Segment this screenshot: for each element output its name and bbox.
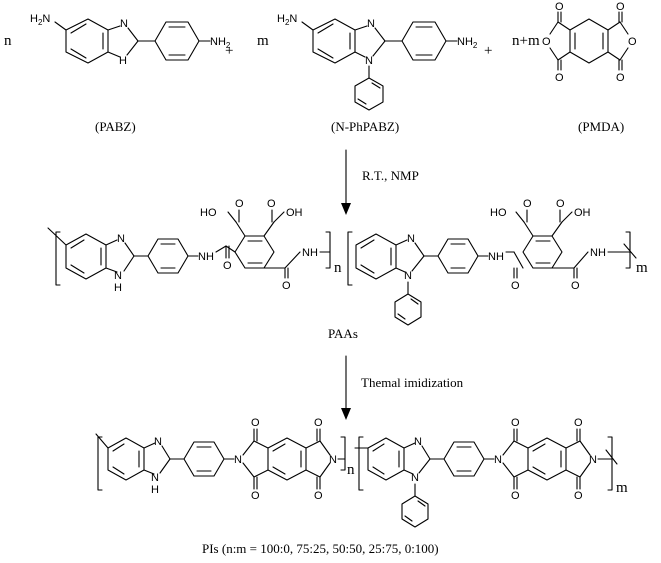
pabz-label: (PABZ) — [95, 119, 136, 134]
paa-ho-2: HO — [490, 207, 507, 219]
reaction-arrow-1 — [341, 149, 351, 215]
pabz-amine-right: NH2 — [210, 36, 231, 50]
pi-o-1: O — [251, 417, 260, 429]
pi-n-bottom-2: N — [411, 472, 419, 484]
step1-conditions: R.T., NMP — [362, 168, 419, 183]
pi-n-imide-4: N — [589, 454, 597, 466]
paa-oh-1: OH — [286, 207, 303, 219]
pi-n-imide-3: N — [494, 454, 502, 466]
paa-structure: N N H NH O O HO O OH O NH — [47, 198, 648, 326]
pi-m-repeat: m — [616, 480, 628, 496]
paa-o-acid-2: O — [267, 198, 276, 210]
pi-o-8: O — [574, 490, 583, 502]
nphpabz-amine-right: NH2 — [457, 36, 478, 50]
step2-conditions: Themal imidization — [361, 375, 464, 390]
pi-n-repeat: n — [347, 462, 355, 478]
reaction-arrow-2 — [341, 355, 351, 420]
pmda-o-top-right: O — [616, 1, 625, 13]
pi-o-6: O — [511, 490, 520, 502]
paa-nh-2: NH — [302, 247, 318, 259]
nphpabz-amine-left: H2N — [277, 13, 297, 27]
pmda-o-top-left: O — [555, 1, 564, 13]
pi-n-bottom-1: N — [151, 472, 159, 484]
pi-structure: N N H N O O O O N — [95, 417, 628, 528]
pabz-nh-h: H — [119, 55, 127, 67]
pi-o-2: O — [251, 490, 260, 502]
nphpabz-n-top: N — [367, 18, 375, 30]
pmda-o-bottom-right: O — [616, 72, 625, 84]
pmda-coefficient: n+m — [512, 33, 540, 49]
pmda-o-ring-left: O — [542, 36, 551, 48]
pmda-o-ring-right: O — [628, 36, 637, 48]
nphpabz-n-bottom: N — [365, 55, 373, 67]
paa-o-acid-3: O — [523, 198, 532, 210]
pi-n-top-2: N — [414, 436, 422, 448]
pi-o-3: O — [314, 417, 323, 429]
paa-o-4: O — [571, 280, 580, 292]
pi-n-imide-1: N — [234, 454, 242, 466]
nphpabz-structure: H2N N N NH2 — [277, 13, 478, 111]
pmda-o-bottom-left: O — [555, 72, 564, 84]
pi-n-imide-2: N — [329, 454, 337, 466]
paa-n-bottom-2: N — [404, 270, 412, 282]
paa-n-bottom-1: N — [114, 270, 122, 282]
paa-oh-2: OH — [574, 207, 591, 219]
nphpabz-label: (N-PhPABZ) — [331, 119, 399, 134]
plus-sign-1: + — [225, 43, 233, 59]
paa-nh-1: NH — [198, 251, 214, 263]
pi-n-top-1: N — [154, 436, 162, 448]
paa-n-repeat: n — [334, 260, 342, 276]
pi-nh-h-1: H — [151, 484, 159, 496]
pabz-amine-left: H2N — [30, 13, 50, 27]
paa-nh-h-1: H — [114, 282, 122, 294]
pabz-n-atom: N — [120, 18, 128, 30]
paa-n-top-1: N — [117, 233, 125, 245]
paa-ho-1: HO — [200, 207, 217, 219]
paa-o-2: O — [282, 280, 291, 292]
pmda-structure: O O O O O O — [542, 1, 637, 84]
pi-o-5: O — [511, 417, 520, 429]
pmda-label: (PMDA) — [578, 119, 624, 134]
pabz-structure: H2N N H NH2 — [30, 13, 231, 67]
paa-label: PAAs — [328, 326, 358, 341]
paa-m-repeat: m — [636, 260, 648, 276]
pi-o-7: O — [574, 417, 583, 429]
paa-o-acid-4: O — [556, 198, 565, 210]
nphpabz-coefficient: m — [257, 33, 269, 49]
paa-o-acid-1: O — [235, 198, 244, 210]
pabz-coefficient: n — [4, 33, 12, 49]
paa-nh-3: NH — [488, 251, 504, 263]
paa-o-3: O — [511, 280, 520, 292]
plus-sign-2: + — [484, 43, 492, 59]
pi-o-4: O — [314, 490, 323, 502]
paa-o-1: O — [223, 260, 232, 272]
paa-n-top-2: N — [407, 233, 415, 245]
paa-nh-4: NH — [590, 247, 606, 259]
pi-label: PIs (n:m = 100:0, 75:25, 50:50, 25:75, 0… — [202, 541, 439, 556]
